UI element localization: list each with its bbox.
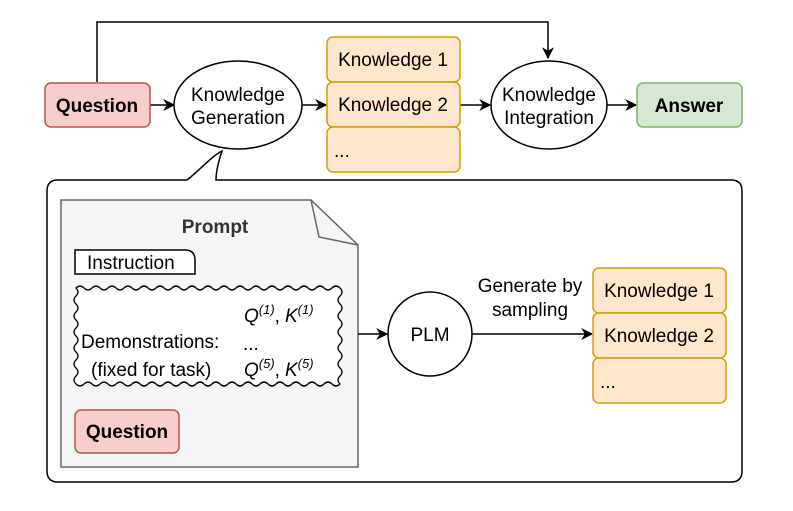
detail-knowledge-item-2-label: Knowledge 2 [604, 326, 714, 347]
prompt-question-node: Question [74, 409, 180, 454]
knowledge-item-more: ... [326, 126, 461, 173]
knowledge-generation-node: Knowledge Generation [173, 60, 303, 150]
question-node: Question [44, 82, 151, 128]
knowledge-generation-label-line1: Knowledge [191, 85, 285, 106]
prompt-question-label: Question [86, 422, 168, 443]
knowledge-item-more-label: ... [334, 141, 350, 162]
knowledge-item-2-label: Knowledge 2 [338, 95, 448, 116]
detail-knowledge-item-more-label: ... [600, 372, 616, 393]
detail-knowledge-item-more: ... [592, 357, 727, 404]
instruction-label: Instruction [87, 253, 175, 274]
generate-label-line1: Generate by [478, 276, 583, 297]
demo-pair-first: Q(1),K(1) [244, 302, 314, 327]
plm-node: PLM [387, 291, 473, 377]
answer-node: Answer [636, 82, 743, 128]
generate-label-line2: sampling [492, 300, 568, 321]
demo-pair-last: Q(5),K(5) [244, 356, 314, 381]
knowledge-item-1-label: Knowledge 1 [338, 50, 448, 71]
detail-knowledge-item-2: Knowledge 2 [592, 312, 727, 359]
knowledge-stack-top: Knowledge 1 Knowledge 2 ... [326, 36, 461, 173]
knowledge-integration-label-line2: Integration [504, 108, 594, 129]
prompt-title: Prompt [182, 217, 249, 238]
bypass-connector [96, 21, 554, 82]
demonstrations-label: Demonstrations: [81, 332, 219, 353]
knowledge-integration-label-line1: Knowledge [502, 85, 596, 106]
detail-knowledge-item-1: Knowledge 1 [592, 267, 727, 314]
demonstrations-ellipsis: ... [243, 334, 259, 355]
question-label: Question [56, 96, 138, 117]
demonstrations-note: (fixed for task) [91, 360, 211, 381]
detail-knowledge-item-1-label: Knowledge 1 [604, 281, 714, 302]
knowledge-item-2: Knowledge 2 [326, 81, 461, 128]
instruction-box: Instruction [74, 249, 196, 275]
answer-label: Answer [655, 96, 724, 117]
demonstrations-box: Demonstrations: (fixed for task) ... Q(1… [73, 285, 343, 387]
knowledge-generation-label-line2: Generation [191, 108, 285, 129]
plm-label: PLM [410, 325, 449, 346]
knowledge-item-1: Knowledge 1 [326, 36, 461, 83]
knowledge-integration-node: Knowledge Integration [490, 60, 608, 150]
knowledge-stack-detail: Knowledge 1 Knowledge 2 ... [592, 267, 727, 404]
